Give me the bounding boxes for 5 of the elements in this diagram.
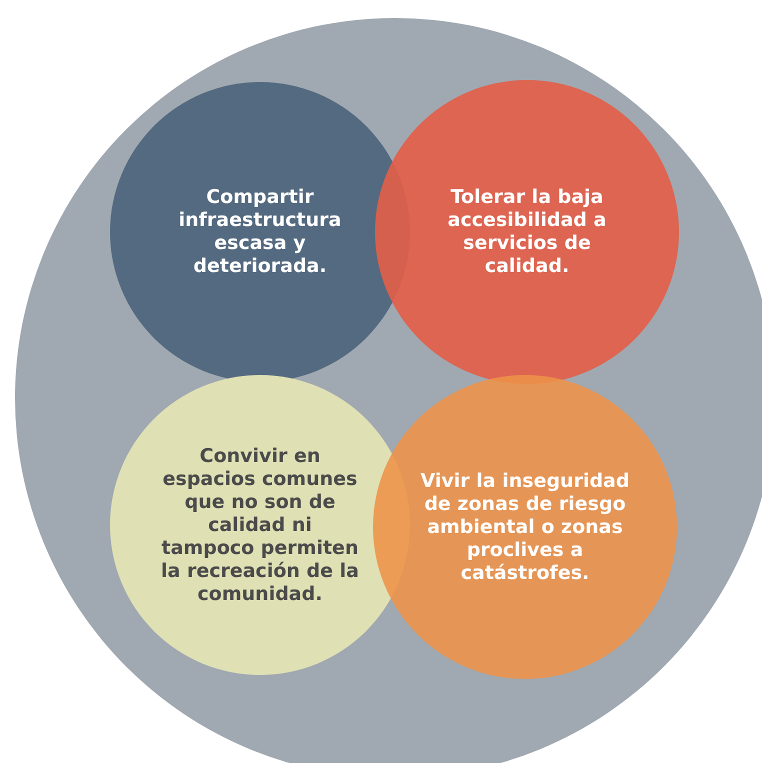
circle-label: Tolerar la baja accesibilidad a servicios de calidad. — [446, 186, 608, 278]
circle — [373, 375, 677, 679]
circle-label: Vivir la inseguridad de zonas de riesgo ambiental o zonas proclives a catástrofes. — [420, 470, 630, 584]
circle-label: Convivir en espacios comunes que no son de calidad ni tampoco permiten la recreación de la comunidad. — [160, 444, 360, 606]
circle-label: Compartir infraestructura escasa y deteriorada. — [178, 186, 342, 278]
